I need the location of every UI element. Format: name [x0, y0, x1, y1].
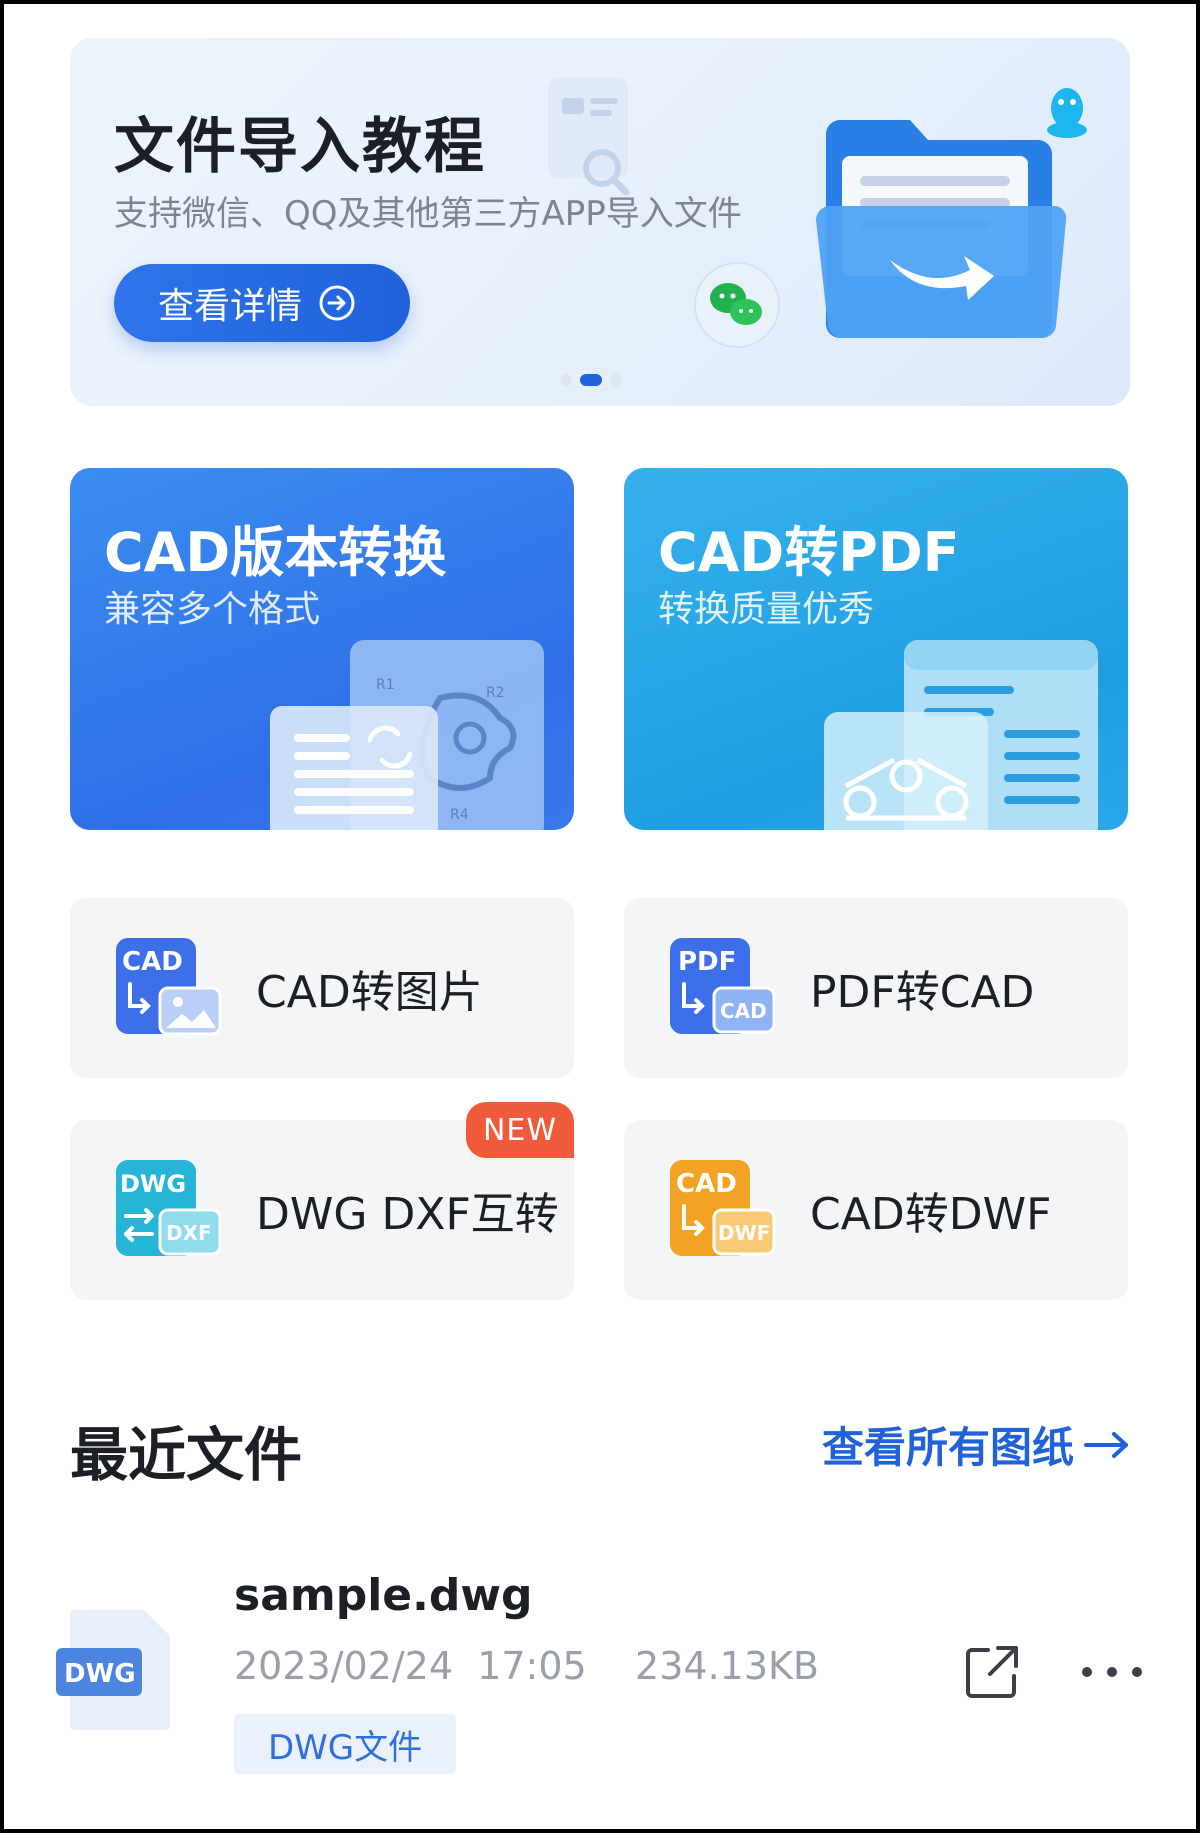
view-details-label: 查看详情	[158, 286, 303, 327]
cad-drawing-illustration: R1 R2 R4	[270, 640, 544, 830]
dwg-dxf-swap-icon: DWG DXF	[116, 1160, 222, 1256]
import-tutorial-banner[interactable]: 文件导入教程 支持微信、QQ及其他第三方APP导入文件 查看详情	[70, 38, 1130, 406]
feature-title: CAD转PDF	[658, 521, 960, 584]
svg-text:DXF: DXF	[166, 1221, 212, 1245]
view-all-drawings-link[interactable]: 查看所有图纸	[822, 1414, 1130, 1475]
pagination-dot[interactable]	[610, 374, 622, 386]
tool-dwg-dxf-swap[interactable]: NEW DWG DXF DWG DXF互转	[70, 1102, 574, 1300]
view-details-button[interactable]: 查看详情	[114, 264, 410, 342]
more-dot	[1082, 1667, 1092, 1677]
tool-cad-to-dwf[interactable]: CAD DWF CAD转DWF	[624, 1120, 1128, 1300]
banner-subtitle: 支持微信、QQ及其他第三方APP导入文件	[114, 194, 742, 234]
art-label-r1: R1	[376, 677, 395, 693]
tool-label: PDF转CAD	[810, 967, 1035, 1018]
folder-import-illustration	[816, 120, 1067, 339]
tool-label: CAD转图片	[256, 967, 483, 1018]
file-time: 17:05	[477, 1644, 587, 1688]
svg-text:DWG: DWG	[64, 1659, 136, 1689]
feature-subtitle: 转换质量优秀	[658, 589, 875, 630]
pagination-dot[interactable]	[560, 374, 572, 386]
view-all-label: 查看所有图纸	[821, 1423, 1074, 1472]
svg-text:CAD: CAD	[720, 999, 767, 1023]
arrow-right-circle-icon	[319, 285, 355, 321]
svg-text:DWF: DWF	[718, 1221, 770, 1245]
art-label-r4: R4	[450, 807, 469, 823]
arrow-right-icon	[1084, 1431, 1128, 1458]
svg-text:CAD: CAD	[676, 1169, 737, 1199]
file-meta: 2023/02/24 17:05 234.13KB	[234, 1644, 819, 1688]
feature-title: CAD版本转换	[104, 521, 447, 584]
tool-label: DWG DXF互转	[256, 1189, 559, 1240]
svg-text:CAD: CAD	[122, 947, 183, 977]
share-icon[interactable]	[962, 1642, 1022, 1702]
feature-subtitle: 兼容多个格式	[104, 589, 321, 630]
pagination-dot-active[interactable]	[580, 374, 602, 386]
file-name: sample.dwg	[234, 1570, 533, 1621]
more-dot	[1132, 1667, 1142, 1677]
tool-pdf-to-cad[interactable]: PDF CAD PDF转CAD	[624, 898, 1128, 1078]
dwg-file-icon: DWG	[56, 1610, 170, 1730]
list-item[interactable]: DWG sample.dwg 2023/02/24 17:05 234.13KB…	[0, 1560, 1200, 1810]
svg-text:PDF: PDF	[678, 947, 736, 977]
tool-cad-to-image[interactable]: CAD CAD转图片	[70, 898, 574, 1078]
recent-files-title: 最近文件	[70, 1421, 303, 1489]
pdf-to-cad-icon: PDF CAD	[670, 938, 776, 1034]
file-size: 234.13KB	[635, 1644, 819, 1688]
pdf-document-illustration	[824, 640, 1098, 830]
more-options-icon[interactable]	[1082, 1650, 1142, 1694]
cad-version-convert-card[interactable]: R1 R2 R4 CAD版本转换 兼容多个格式	[70, 468, 574, 830]
cad-to-pdf-card[interactable]: CAD转PDF 转换质量优秀	[624, 468, 1128, 830]
tool-label: CAD转DWF	[810, 1189, 1052, 1240]
more-dot	[1107, 1667, 1117, 1677]
qq-icon	[1047, 88, 1087, 138]
wechat-icon	[694, 262, 780, 348]
banner-title: 文件导入教程	[114, 112, 486, 182]
new-badge: NEW	[466, 1102, 574, 1158]
banner-pagination	[560, 374, 622, 386]
cad-to-dwf-icon: CAD DWF	[670, 1160, 776, 1256]
cad-to-image-icon: CAD	[116, 938, 222, 1036]
file-date: 2023/02/24	[234, 1644, 454, 1688]
svg-text:DWG: DWG	[120, 1170, 186, 1198]
document-search-illustration	[548, 78, 630, 196]
file-type-tag: DWG文件	[234, 1714, 457, 1774]
art-label-r2: R2	[486, 685, 505, 701]
